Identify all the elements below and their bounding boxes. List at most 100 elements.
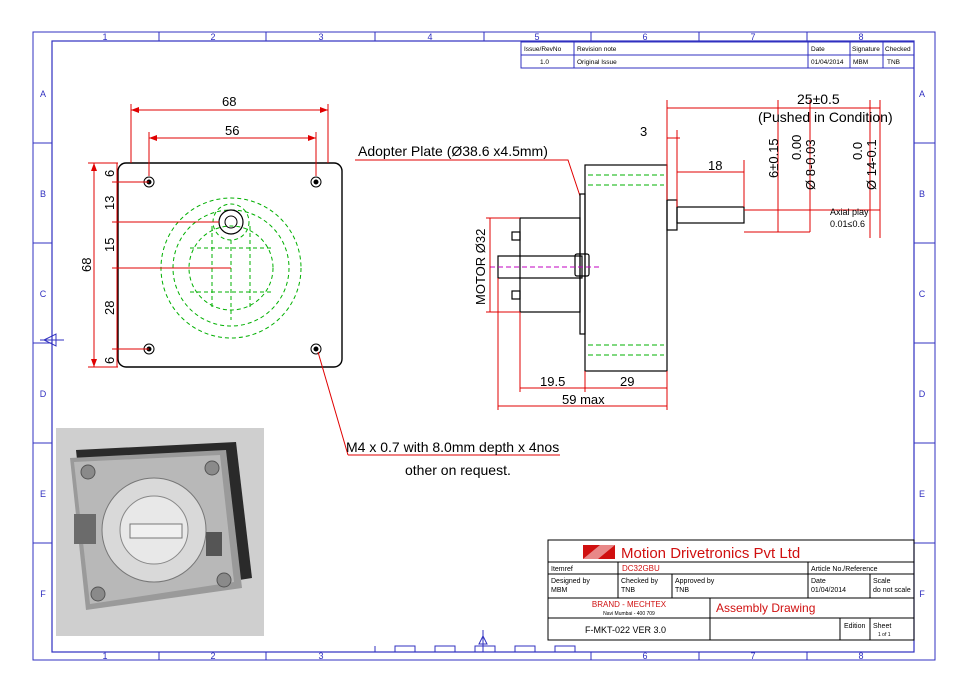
zone-col-3: 3 xyxy=(318,32,323,42)
zone-row-d-right: D xyxy=(919,389,926,399)
zone-row-a: A xyxy=(40,89,46,99)
zone-col-2: 2 xyxy=(210,32,215,42)
callout-thread-2: other on request. xyxy=(405,462,511,478)
brand-sub: Navi Mumbai - 400 709 xyxy=(603,611,655,617)
dim-left-28: 28 xyxy=(102,301,117,315)
company-logo xyxy=(583,545,615,559)
revision-table: Issue/RevNo Revision note Date Signature… xyxy=(520,41,915,69)
rev-signature: MBM xyxy=(853,59,868,66)
zone-col-8: 8 xyxy=(858,32,863,42)
sheet-value: 1 of 1 xyxy=(878,632,891,638)
dim-29: 29 xyxy=(620,374,634,389)
brand: BRAND - MECHTEX xyxy=(592,600,667,609)
output-shaft xyxy=(676,206,745,224)
dim-56: 56 xyxy=(225,123,239,138)
zone-row-b: B xyxy=(40,189,46,199)
dim-left-13: 13 xyxy=(102,196,117,210)
doc-type: Assembly Drawing xyxy=(716,601,815,615)
callout-thread-1: M4 x 0.7 with 8.0mm depth x 4nos xyxy=(346,439,559,455)
rev-issue: 1.0 xyxy=(540,59,549,66)
output-boss xyxy=(666,199,678,231)
front-arrowheads xyxy=(91,107,328,367)
form-number: F-MKT-022 VER 3.0 xyxy=(585,625,666,635)
front-view: 68 56 68 6 13 15 28 6 Adopter Plate (Ø38… xyxy=(79,94,581,478)
rev-head-checked: Checked xyxy=(885,46,911,53)
zone-col-b3: 3 xyxy=(318,651,323,661)
zone-ticks xyxy=(33,32,935,660)
shaft-inner xyxy=(224,215,238,229)
date-value: 01/04/2014 xyxy=(811,587,846,594)
item-ref: DC32GBU xyxy=(622,564,660,573)
rev-head-issue: Issue/RevNo xyxy=(524,46,562,53)
rev-head-date: Date xyxy=(811,46,825,53)
zone-row-f: F xyxy=(40,589,46,599)
gearbox-body xyxy=(584,164,668,372)
zone-col-b1: 1 xyxy=(102,651,107,661)
designed-label: Designed by xyxy=(551,578,590,585)
zone-col-b2: 2 xyxy=(210,651,215,661)
shaft-circle xyxy=(218,209,244,235)
zone-row-d: D xyxy=(40,389,47,399)
pushed-condition: (Pushed in Condition) xyxy=(758,109,893,125)
side-dimension-lines xyxy=(486,100,881,410)
zone-col-5: 5 xyxy=(534,32,539,42)
company-name: Motion Drivetronics Pvt Ltd xyxy=(621,545,800,562)
edition-label: Edition xyxy=(844,623,866,630)
axial-play-value: 0.01≤0.6 xyxy=(830,219,865,229)
dim-left-15: 15 xyxy=(102,238,117,252)
title-block: Motion Drivetronics Pvt Ltd Itemref DC32… xyxy=(547,539,915,641)
zone-col-b6: 6 xyxy=(642,651,647,661)
sheet-label: Sheet xyxy=(873,623,891,630)
rev-head-note: Revision note xyxy=(577,46,617,53)
dim-6-015: 6±0.15 xyxy=(766,138,781,178)
dim-left-6-top: 6 xyxy=(102,170,117,177)
dim-68-top: 68 xyxy=(222,94,236,109)
zone-col-1: 1 xyxy=(102,32,107,42)
gearbox-photo-drawing xyxy=(56,428,264,636)
zone-row-b-right: B xyxy=(919,189,925,199)
mounting-holes xyxy=(143,176,322,355)
rev-head-signature: Signature xyxy=(852,46,880,53)
zone-col-4: 4 xyxy=(427,32,432,42)
mounting-plate xyxy=(117,162,343,368)
dim-14-tolerance: 0.0 xyxy=(850,142,865,160)
dim-18: 18 xyxy=(708,158,722,173)
scale-label: Scale xyxy=(873,578,891,585)
dim-left-6-bottom: 6 xyxy=(102,357,117,364)
dim-14-dia: Ø 14-0.1 xyxy=(864,139,879,190)
side-dim-labels: MOTOR Ø32 3 18 25±0.5 (Pushed in Conditi… xyxy=(473,91,893,407)
dim-68-side: 68 xyxy=(79,258,94,272)
callout-adopter-plate: Adopter Plate (Ø38.6 x4.5mm) xyxy=(358,143,548,159)
front-dim-labels: 68 56 68 6 13 15 28 6 Adopter Plate (Ø38… xyxy=(79,94,559,478)
zone-row-f-right: F xyxy=(919,589,925,599)
front-dimension-lines xyxy=(88,104,581,456)
rev-checked: TNB xyxy=(887,59,900,66)
item-ref-label: Itemref xyxy=(551,566,573,573)
checked-value: TNB xyxy=(621,587,635,594)
zone-row-a-right: A xyxy=(919,89,925,99)
dim-59-max: 59 max xyxy=(562,392,605,407)
side-view: MOTOR Ø32 3 18 25±0.5 (Pushed in Conditi… xyxy=(473,91,893,410)
zone-row-c-right: C xyxy=(919,289,926,299)
zone-col-6: 6 xyxy=(642,32,647,42)
approved-value: TNB xyxy=(675,587,689,594)
zone-col-b8: 8 xyxy=(858,651,863,661)
motor-body xyxy=(519,217,581,313)
approved-label: Approved by xyxy=(675,578,715,585)
zone-col-b7: 7 xyxy=(750,651,755,661)
designed-value: MBM xyxy=(551,587,568,594)
zone-col-7: 7 xyxy=(750,32,755,42)
rev-date: 01/04/2014 xyxy=(811,59,844,66)
axial-play-label: Axial play xyxy=(830,207,869,217)
motor-diameter: MOTOR Ø32 xyxy=(473,229,488,305)
dim-19-5: 19.5 xyxy=(540,374,565,389)
zone-labels: 1 2 3 4 5 6 7 8 1 2 3 6 7 8 A B C D E F … xyxy=(40,32,926,661)
dim-8-dia: Ø 8-0.03 xyxy=(803,139,818,190)
date-label: Date xyxy=(811,578,826,585)
rev-note: Original Issue xyxy=(577,59,617,66)
zone-row-c: C xyxy=(40,289,47,299)
product-photo xyxy=(56,428,264,636)
hidden-lines-side xyxy=(490,174,664,356)
scale-value: do not scale xyxy=(873,587,911,594)
